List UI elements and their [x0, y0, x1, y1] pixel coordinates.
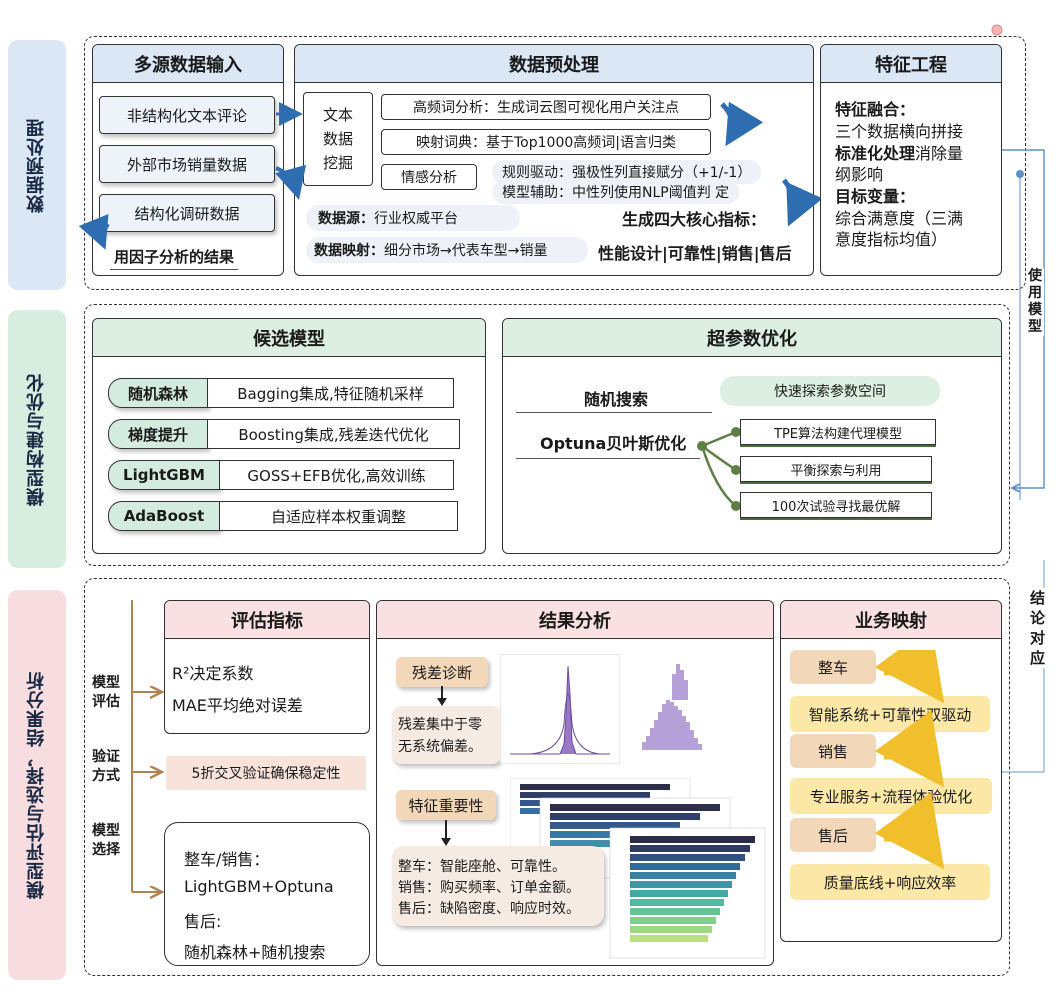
core-indicators-list: 性能设计|可靠性|销售|售后: [598, 244, 792, 263]
preprocess-title: 数据预处理: [295, 45, 813, 83]
factor-analysis-note: 用因子分析的结果: [110, 246, 239, 270]
optuna-balance: 平衡探索与利用: [740, 456, 932, 482]
dashed-section-1: [84, 36, 1026, 290]
model-aid: 模型辅助：中性列使用NLP阈值判 定: [492, 180, 740, 204]
metrics-title: 评估指标: [165, 601, 369, 639]
optuna-label: Optuna贝叶斯优化: [540, 434, 687, 453]
feature-fusion-label: 特征融合：: [835, 100, 916, 119]
input-structured-survey: 结构化调研数据: [99, 194, 275, 232]
model-gb-name: 梯度提升: [108, 419, 208, 449]
feature-engineering-title: 特征工程: [821, 45, 1001, 83]
business-cat-sales: 销售: [790, 734, 876, 768]
results-title: 结果分析: [377, 601, 773, 639]
data-source-label: 数据源：: [318, 211, 374, 227]
standardization: 标准化处理消除量: [835, 140, 963, 164]
select-line-4: 随机森林+随机搜索: [184, 943, 326, 962]
business-cat-vehicle: 整车: [790, 650, 876, 684]
business-cat-aftersales: 售后: [790, 818, 876, 852]
residual-arrow: [437, 686, 447, 706]
feature-note: [392, 846, 604, 926]
random-search-label: 随机搜索: [584, 390, 649, 409]
text-mining-box: 文本数据挖掘: [303, 92, 373, 186]
target-variable-label: 目标变量：: [835, 187, 916, 206]
business-arrows: [874, 650, 945, 870]
model-lgbm-name: LightGBM: [108, 460, 220, 490]
dashed-section-2: [84, 304, 1010, 566]
high-freq-analysis: 高频词分析：生成词云图可视化用户关注点: [381, 94, 711, 120]
section-label-evaluation: 模型评估与选择，结果分析: [8, 590, 66, 980]
feature-importance: 特征重要性: [396, 790, 496, 820]
cv-note: 5折交叉验证确保稳定性: [166, 756, 366, 790]
label-model-eval: 模型评估: [92, 674, 124, 712]
optuna-tpe: TPE算法构建代理模型: [740, 419, 936, 445]
standardization-text: 消除量: [915, 144, 964, 163]
input-market-sales: 外部市场销量数据: [99, 145, 275, 183]
model-gb-desc: Boosting集成,残差迭代优化: [208, 419, 460, 449]
target-variable-text-1: 综合满意度（三满: [835, 209, 964, 228]
section-label-modeling: 模型构建与优化: [8, 310, 66, 568]
data-mapping-label: 数据映射：: [314, 243, 384, 259]
feature-note-2: 销售：购买频率、订单金额。: [398, 880, 580, 896]
select-line-2: LightGBM+Optuna: [184, 877, 334, 896]
optuna-100-trials: 100次试验寻找最优解: [740, 492, 932, 518]
business-result-aftersales: 质量底线+响应效率: [790, 864, 990, 900]
optuna-branches: [697, 427, 741, 511]
data-mapping-value: 细分市场→代表车型→销量: [384, 243, 548, 259]
metric-r2: R²决定系数: [172, 664, 254, 683]
label-validation: 验证方式: [92, 748, 124, 786]
model-lgbm-desc: GOSS+EFB优化,高效训练: [220, 460, 454, 490]
side-label-conclusion: 结论对应: [1030, 588, 1048, 668]
feature-fusion-text: 三个数据横向拼接: [835, 122, 964, 141]
input-unstructured-text: 非结构化文本评论: [99, 96, 275, 134]
dashed-section-3: [84, 578, 1010, 976]
feature-importance-thumbs: [510, 778, 766, 959]
section1-arrows: [78, 101, 823, 250]
residual-note-1: 残差集中于零: [398, 717, 482, 733]
side-label-use-model: 使用模型: [1028, 268, 1044, 336]
model-ada-name: AdaBoost: [108, 501, 220, 531]
feature-note-1: 整车：智能座舱、可靠性。: [398, 859, 566, 875]
residual-histogram-thumb-2: [622, 656, 732, 756]
target-variable-text-2: 意度指标均值）: [835, 230, 948, 249]
select-line-1: 整车/销售：: [184, 850, 270, 869]
metrics-box: 评估指标: [164, 600, 370, 734]
residual-diagnosis: 残差诊断: [396, 657, 488, 687]
standardization-label: 标准化处理: [835, 144, 916, 163]
model-rf-desc: Bagging集成,特征随机采样: [208, 378, 454, 408]
multi-source-title: 多源数据输入: [93, 45, 283, 83]
metric-mae: MAE平均绝对误差: [172, 696, 303, 715]
residual-note-2: 无系统偏差。: [398, 739, 482, 755]
label-model-select: 模型选择: [92, 822, 124, 860]
candidate-models-title: 候选模型: [93, 319, 485, 357]
random-search-desc: 快速探索参数空间: [720, 376, 940, 406]
residual-histogram-thumb-1: [500, 654, 620, 764]
data-mapping: 数据映射：细分市场→代表车型→销量: [306, 237, 588, 263]
model-ada-desc: 自适应样本权重调整: [220, 501, 458, 531]
feature-note-3: 售后：缺陷密度、响应时效。: [398, 901, 580, 917]
mapping-dictionary: 映射词典：基于Top1000高频词|语言归类: [381, 129, 711, 155]
optuna-underline: [516, 458, 700, 460]
feature-engineering-box: 特征工程: [820, 44, 1002, 276]
business-title: 业务映射: [781, 601, 1001, 639]
sentiment-analysis: 情感分析: [381, 164, 477, 190]
model-select-box: [164, 822, 370, 966]
residual-note: [392, 706, 502, 764]
hyperparam-title: 超参数优化: [503, 319, 1001, 357]
random-search-underline: [516, 412, 712, 414]
standardization-text-2: 纲影响: [835, 165, 884, 184]
data-source: 数据源：行业权威平台: [306, 205, 520, 231]
model-rf-name: 随机森林: [108, 378, 208, 408]
select-line-3: 售后:: [184, 912, 222, 931]
eval-tree-lines: [131, 600, 180, 900]
feature-arrow: [441, 820, 451, 846]
core-indicators-title: 生成四大核心指标：: [622, 210, 767, 229]
data-source-value: 行业权威平台: [374, 211, 458, 227]
section-label-preprocess: 数据预处理: [8, 40, 66, 290]
